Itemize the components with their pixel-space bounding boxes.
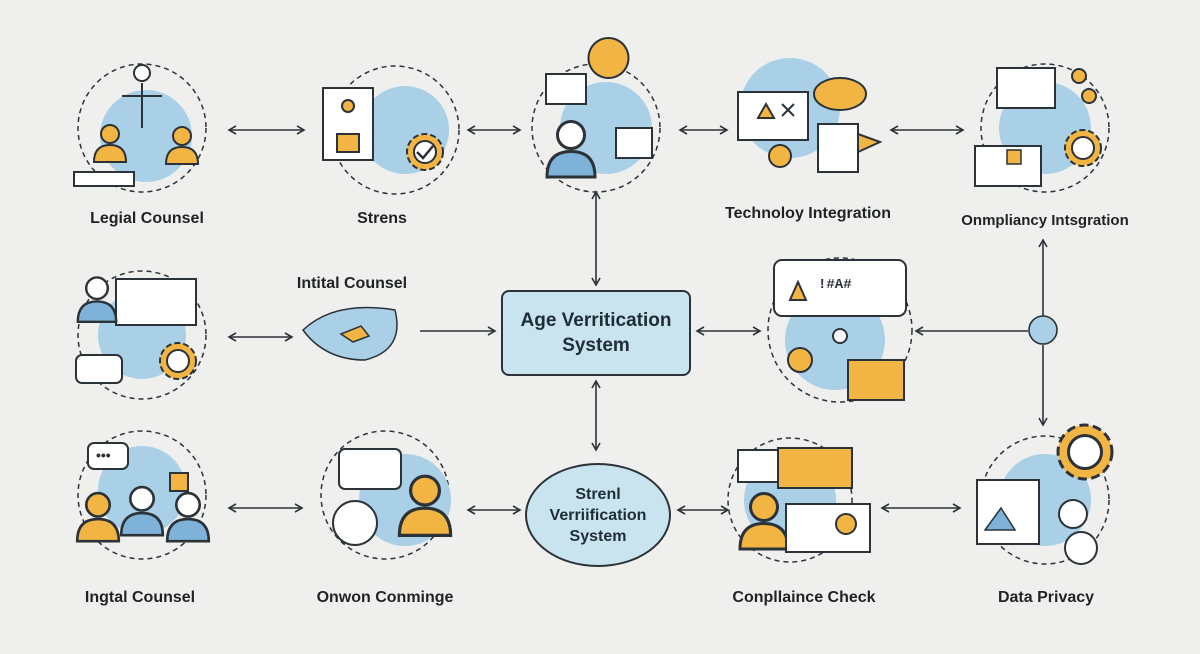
- svg-text:!#A#: !#A#: [818, 277, 852, 293]
- label-integral-counsel: Ingtal Counsel: [84, 589, 196, 606]
- label-legal-counsel: Legial Counsel: [90, 210, 204, 227]
- leaf-icon: [302, 306, 398, 361]
- technology-integration-icon: [737, 58, 883, 173]
- ellipse-line-2: Verriification: [549, 506, 647, 524]
- junction-node: [1028, 315, 1058, 345]
- verification-bubble-icon: !#A#: [767, 257, 913, 403]
- label-data-privacy: Data Privacy: [997, 589, 1095, 606]
- strens-icon: [322, 65, 460, 195]
- label-onwon-conminge: Onwon Conminge: [316, 589, 454, 606]
- compliance-check-icon: [727, 437, 871, 563]
- compliancy-integration-icon: [974, 63, 1110, 193]
- age-verification-system-box: Age Verritication System: [501, 290, 691, 376]
- data-privacy-icon: [976, 423, 1114, 565]
- planning-icon: [75, 270, 207, 400]
- ellipse-line-1: Strenl: [575, 485, 621, 503]
- ellipse-line-3: System: [569, 527, 627, 545]
- label-compliancy-integration: Onmpliancy Intsgration: [961, 212, 1129, 229]
- onwon-conminge-icon: [320, 430, 453, 560]
- box-line-1: Age Verritication: [520, 310, 672, 331]
- label-technology-integration: Technoloy Integration: [725, 205, 891, 222]
- label-initial-counsel: Intital Counsel: [296, 275, 408, 292]
- connectors: [227, 125, 1048, 515]
- consultant-icon: [531, 37, 661, 193]
- label-compliance-check: Conpllaince Check: [732, 589, 876, 606]
- label-strens: Strens: [357, 210, 407, 227]
- integral-counsel-icon: •••: [75, 430, 211, 560]
- legal-counsel-icon: [73, 63, 207, 193]
- box-line-2: System: [562, 335, 630, 356]
- svg-text:•••: •••: [96, 447, 111, 463]
- strenl-verification-system-ellipse: Strenl Verriification System: [525, 463, 671, 567]
